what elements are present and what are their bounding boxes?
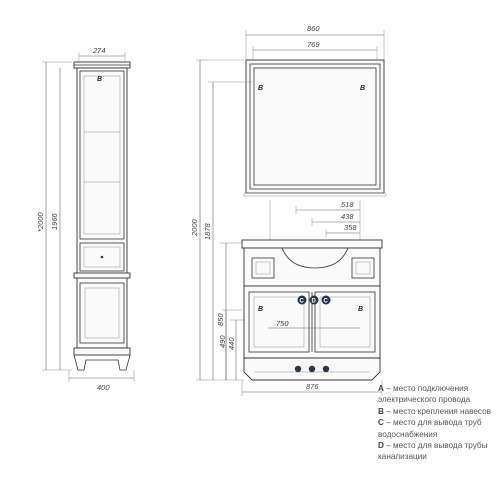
marker-c-right [321,295,331,305]
legend: A – место подключения электрического про… [378,383,498,463]
vanity-height-490: 490 [218,335,227,348]
column-body [76,67,128,349]
vanity-cabinet: 518 438 358 B B C D C [241,200,383,396]
mirror-glass [253,67,377,186]
legend-item-d: D – место для вывода трубы канализации [378,441,488,462]
mirror-frame [245,59,385,194]
vanity-drawer-right [351,257,375,279]
column-plinth [73,347,131,356]
vanity-height-850: 850 [216,313,225,326]
mirror: 860 769 B B [243,24,387,197]
vanity-width-bottom: 876 [306,382,319,391]
vanity-upper-frame [243,247,381,287]
legend-item-a: A – место подключения электрического про… [378,384,471,405]
vanity-door-right [314,291,376,353]
vanity-marker-b-left: B [258,306,263,313]
vanity-height-1878: 1878 [203,222,212,240]
column-width-bottom: 400 [97,383,110,392]
floor-marker-d [308,365,316,373]
column-cabinet: 274 B *2000 1966 400 [36,46,135,392]
column-glass-door [79,70,125,240]
mirror-width-outer: 860 [307,24,320,33]
mirror-marker-b-right: B [360,85,365,92]
vanity-width-750: 750 [276,319,289,328]
vanity-marker-b-right: B [358,306,363,313]
column-height-body: 1966 [50,212,59,230]
marker-c-left [297,295,307,305]
vanity-drawer-left [251,257,275,279]
sink-dim-358: 358 [344,223,357,232]
legend-item-c: C – место для вывода труб водоснабжения [378,418,482,439]
vanity-height-dims: 2000 1878 850 490 440 [190,59,252,381]
svg-text:C: C [324,299,329,305]
vanity-height-440: 440 [227,337,236,350]
sink-dim-438: 438 [341,212,354,221]
column-lower-door [79,282,125,344]
svg-text:D: D [312,299,317,305]
vanity-door-left [248,291,310,353]
vanity-countertop [241,239,383,249]
column-drawer [79,242,125,272]
vanity-height-2000: 2000 [190,218,199,237]
mirror-width-inner: 769 [307,40,320,49]
column-width-top: 274 [92,46,106,55]
legend-item-b: B – место крепления навесов [378,406,492,416]
column-drawer-knob [100,255,104,259]
svg-text:C: C [300,299,305,305]
marker-d [309,295,319,305]
sink-dim-518: 518 [341,200,354,209]
floor-marker-c-right [322,365,330,373]
column-marker-b: B [97,76,102,83]
column-legs [73,354,131,371]
mirror-marker-b-left: B [258,85,263,92]
column-height-total: *2000 [36,212,45,232]
floor-marker-c-left [294,365,302,373]
